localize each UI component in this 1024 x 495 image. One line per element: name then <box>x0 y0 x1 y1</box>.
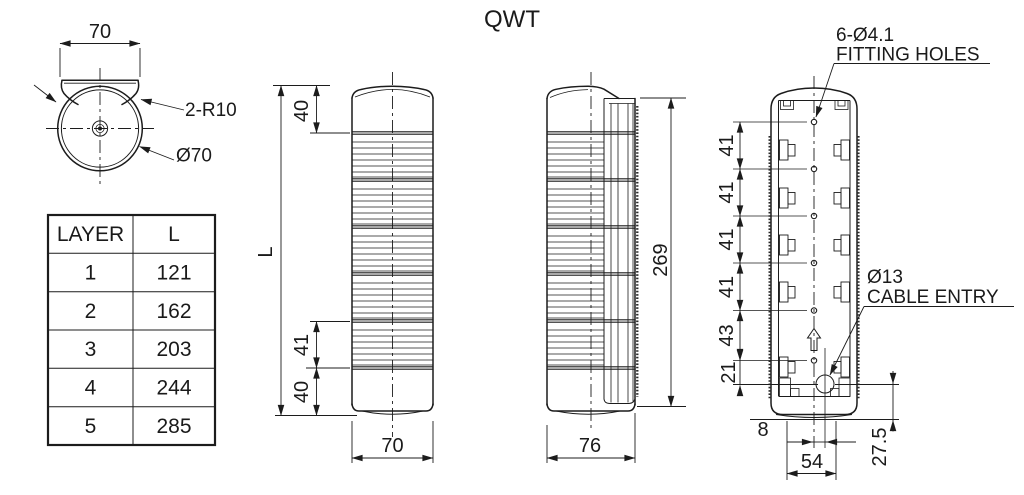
table-row: 3 203 <box>85 338 192 361</box>
cable-height-dimension: 27.5 <box>750 371 899 466</box>
table-row: 5 285 <box>85 415 192 438</box>
top-plan-view: 70 2-R10 Ø70 <box>33 21 237 188</box>
dim-overall-height: L <box>255 246 277 257</box>
dim-hole-pitch-1: 41 <box>716 134 738 156</box>
cell-layer-5: 5 <box>85 415 97 438</box>
base-height-dimension: 40 <box>291 367 320 416</box>
cell-layer-2: 2 <box>85 300 97 323</box>
rail-height-dimension: 269 <box>637 97 686 407</box>
table-row: 1 121 <box>85 262 192 285</box>
dim-front-width: 70 <box>381 435 403 457</box>
table-row: 4 244 <box>85 377 192 400</box>
dim-module-height: 41 <box>291 334 313 356</box>
dim-cable-bottom: 27.5 <box>869 428 891 467</box>
module-height-dimension: 41 <box>291 321 350 369</box>
table-row: 2 162 <box>85 300 192 323</box>
dim-hole-pitch-2: 41 <box>716 181 738 203</box>
dim-side-width: 76 <box>579 435 601 457</box>
mounting-rail <box>603 98 639 404</box>
dim-cap-height: 40 <box>291 100 313 122</box>
dim-base-height: 40 <box>291 381 313 403</box>
dim-rail-height: 269 <box>650 243 672 276</box>
front-view: L 40 41 40 70 <box>255 72 434 463</box>
diameter-callout: Ø70 <box>139 146 212 167</box>
label-diameter: Ø70 <box>176 146 212 167</box>
orientation-up-arrow <box>806 327 822 351</box>
cell-l-1: 121 <box>156 262 191 285</box>
overall-height-dimension: L <box>255 85 357 416</box>
label-cable-entry: CABLE ENTRY <box>867 287 999 308</box>
label-fitting-holes: FITTING HOLES <box>836 45 980 66</box>
table-header-layer: LAYER <box>57 223 124 246</box>
mount-width-dimension: 54 <box>786 421 837 480</box>
front-lens-ribs <box>352 131 433 370</box>
side-view: 269 76 <box>546 72 686 463</box>
rear-view: 41 41 41 41 43 21 6-Ø4.1 FITTING HOLES Ø… <box>716 25 1014 480</box>
dim-cable-offset: 8 <box>757 419 768 441</box>
dim-hole-pitch-3: 41 <box>716 228 738 250</box>
bottom-feet <box>779 377 851 397</box>
side-lens-ribs <box>547 131 635 370</box>
cell-l-2: 162 <box>156 300 191 323</box>
fitting-holes <box>733 118 818 364</box>
cell-layer-1: 1 <box>85 262 97 285</box>
dim-hole-to-cable: 21 <box>718 361 740 383</box>
table-header-l: L <box>168 223 180 246</box>
cable-entry-callout: Ø13 CABLE ENTRY <box>829 267 1014 376</box>
cell-l-3: 203 <box>156 338 191 361</box>
fillet-radius-callout: 2-R10 <box>33 84 237 121</box>
top-view-width-dimension: 70 <box>59 21 141 77</box>
dim-lower-pitch: 43 <box>716 324 738 346</box>
dim-mount-width: 54 <box>801 451 823 473</box>
cell-layer-4: 4 <box>85 377 97 400</box>
front-width-dimension: 70 <box>351 421 434 463</box>
dim-hole-pitch-4: 41 <box>716 276 738 298</box>
cell-l-4: 244 <box>156 377 191 400</box>
cell-layer-3: 3 <box>85 338 97 361</box>
lens-clip-features <box>779 139 850 378</box>
top-clip-tabs <box>780 100 849 110</box>
dim-top-width: 70 <box>89 21 111 43</box>
label-fillet-radius: 2-R10 <box>185 100 237 121</box>
cap-height-dimension: 40 <box>291 85 350 134</box>
fitting-holes-callout: 6-Ø4.1 FITTING HOLES <box>815 25 990 118</box>
label-cable-entry-dia: Ø13 <box>867 267 903 288</box>
cable-offset-dimension: 8 <box>757 419 856 446</box>
label-fitting-holes-qty: 6-Ø4.1 <box>836 25 894 46</box>
cell-l-5: 285 <box>156 415 191 438</box>
hole-pitch-dimension-chain: 41 41 41 41 43 21 <box>716 121 818 397</box>
side-width-dimension: 76 <box>546 413 636 463</box>
drawing-title: QWT <box>484 6 540 33</box>
layer-table: LAYER L 1 121 2 162 3 203 4 244 5 285 <box>46 213 217 447</box>
